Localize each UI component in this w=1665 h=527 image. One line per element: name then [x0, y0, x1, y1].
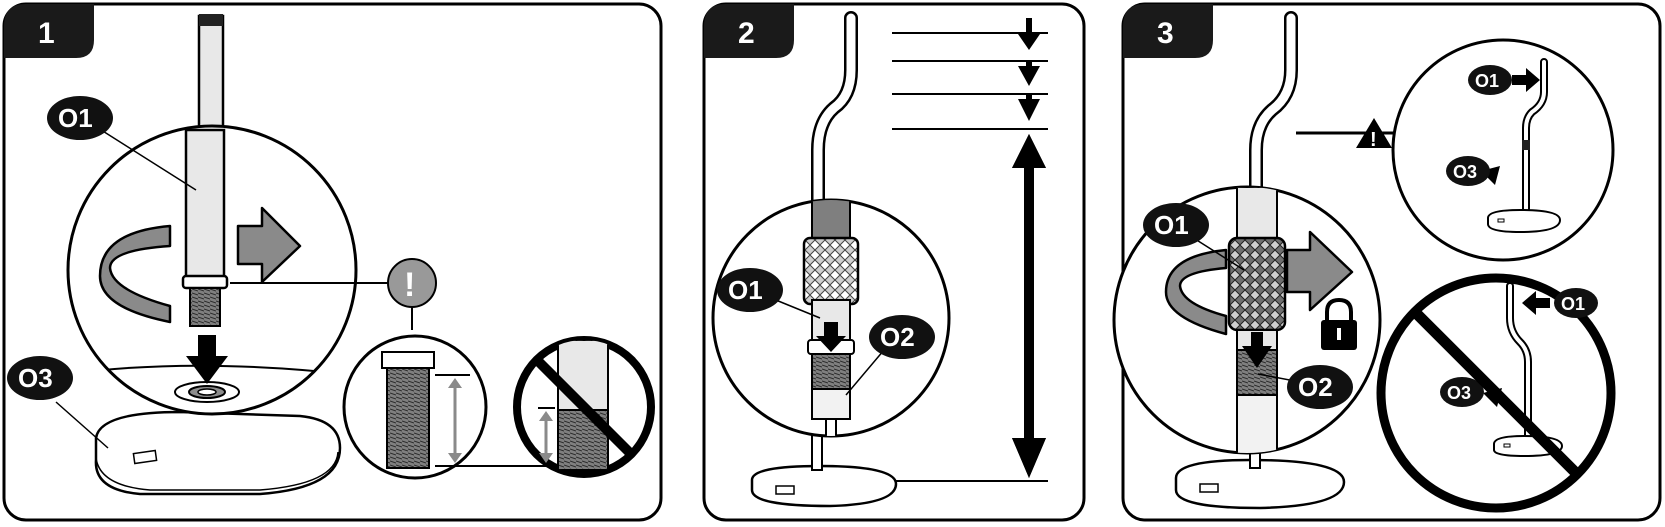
down-arrow-icon	[186, 335, 228, 384]
label-O1-4: O1	[1475, 71, 1499, 91]
label-O3-text: O3	[18, 363, 53, 393]
label-O1-badge-2	[717, 268, 783, 312]
correct-assembly-circle: O1 O3	[1391, 38, 1615, 262]
wrong-assembly-circle: O1 O3	[1376, 273, 1616, 513]
label-O3-4: O3	[1453, 162, 1477, 182]
warning-symbol: !	[1370, 129, 1377, 151]
detail-circle-thread-length	[342, 334, 488, 480]
down-arrow-icon	[816, 322, 846, 352]
step-2-panel: 2	[702, 2, 1086, 522]
step-3-badge	[1123, 4, 1213, 58]
step-3-panel: 3 !	[1112, 2, 1662, 522]
height-adjust-indicator	[892, 18, 1048, 482]
lock-icon	[1321, 297, 1357, 350]
label-O3-badge	[7, 356, 73, 400]
label-O1-badge	[47, 96, 113, 140]
prohibited-icon	[480, 336, 655, 478]
stand-base	[94, 410, 342, 496]
rotate-arrow-icon	[98, 206, 302, 324]
label-O1-3: O1	[1154, 210, 1189, 240]
down-arrow-icon	[1242, 332, 1272, 368]
label-O3-badge-5	[1440, 377, 1484, 407]
step-2-number: 2	[738, 17, 755, 50]
label-O1-badge-3	[1143, 203, 1209, 247]
label-O1: O1	[58, 103, 93, 133]
attention-icon	[387, 258, 437, 308]
warning-triangle-icon	[1356, 118, 1392, 148]
step-1-badge	[4, 4, 94, 58]
label-O1-badge-4	[1468, 65, 1512, 95]
label-O1-5: O1	[1561, 294, 1585, 314]
zoom-circle-connector	[711, 198, 951, 438]
attention-symbol: !	[404, 266, 415, 304]
step-1-number: 1	[38, 17, 55, 50]
pointer-arrow-icon	[1512, 68, 1540, 92]
label-O1-badge-5	[1554, 288, 1598, 318]
rotate-arrow-icon	[1164, 230, 1354, 336]
label-O3-badge-4	[1446, 156, 1490, 186]
step-2-badge	[704, 4, 794, 58]
zoom-circle-rotation	[66, 124, 358, 416]
label-O2: O2	[880, 322, 915, 352]
label-O3-5: O3	[1447, 383, 1471, 403]
label-O2-badge-3	[1287, 365, 1353, 409]
label-O1-2: O1	[728, 275, 763, 305]
label-O2-3: O2	[1298, 372, 1333, 402]
step-3-number: 3	[1157, 17, 1174, 50]
label-O2-badge	[869, 315, 935, 359]
step-1-panel: 1	[2, 2, 663, 522]
pointer-arrow-icon	[1522, 291, 1550, 315]
prohibited-icon	[1412, 309, 1580, 477]
